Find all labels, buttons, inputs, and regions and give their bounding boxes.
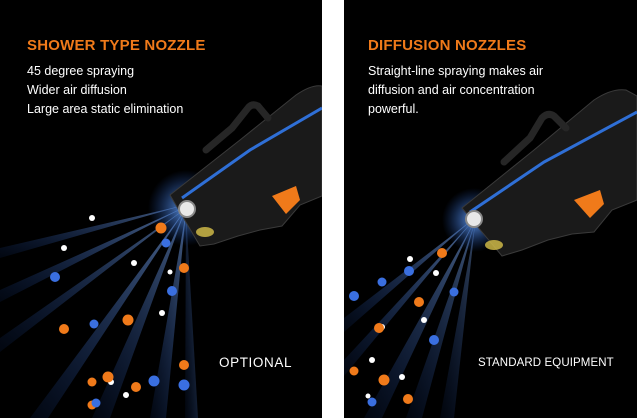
shower-spray-scene xyxy=(0,85,322,418)
diffusion-nozzle-panel: DIFFUSION NOZZLES Straight-line spraying… xyxy=(344,0,637,418)
ionizing-air-gun-icon xyxy=(169,85,322,247)
description-line: Large area static elimination xyxy=(27,102,184,116)
panel-badge: OPTIONAL xyxy=(219,355,293,370)
description-line: diffusion and air concentration xyxy=(368,83,535,97)
description-line: Wider air diffusion xyxy=(27,83,127,97)
minus-particle-icon xyxy=(50,238,190,408)
ionizing-air-gun-icon xyxy=(461,89,637,257)
description-line: Straight-line spraying makes air xyxy=(368,64,544,78)
ion-particles xyxy=(349,248,459,407)
description-line: 45 degree spraying xyxy=(27,64,135,78)
panel-badge: STANDARD EQUIPMENT xyxy=(478,357,614,369)
spray-rays xyxy=(344,188,506,418)
panel-title: SHOWER TYPE NOZZLE xyxy=(27,37,206,54)
plus-particle-icon xyxy=(349,248,447,404)
shower-nozzle-panel: SHOWER TYPE NOZZLE 45 degree spraying Wi… xyxy=(0,0,322,418)
spray-rays xyxy=(0,170,224,418)
minus-particle-icon xyxy=(349,266,459,407)
ion-particles xyxy=(50,215,190,410)
panel-description: Straight-line spraying makes air diffusi… xyxy=(368,62,543,119)
diffusion-spray-scene xyxy=(344,89,637,418)
panel-description: 45 degree spraying Wider air diffusion L… xyxy=(27,62,183,119)
description-line: powerful. xyxy=(368,102,419,116)
panel-title: DIFFUSION NOZZLES xyxy=(368,37,527,54)
